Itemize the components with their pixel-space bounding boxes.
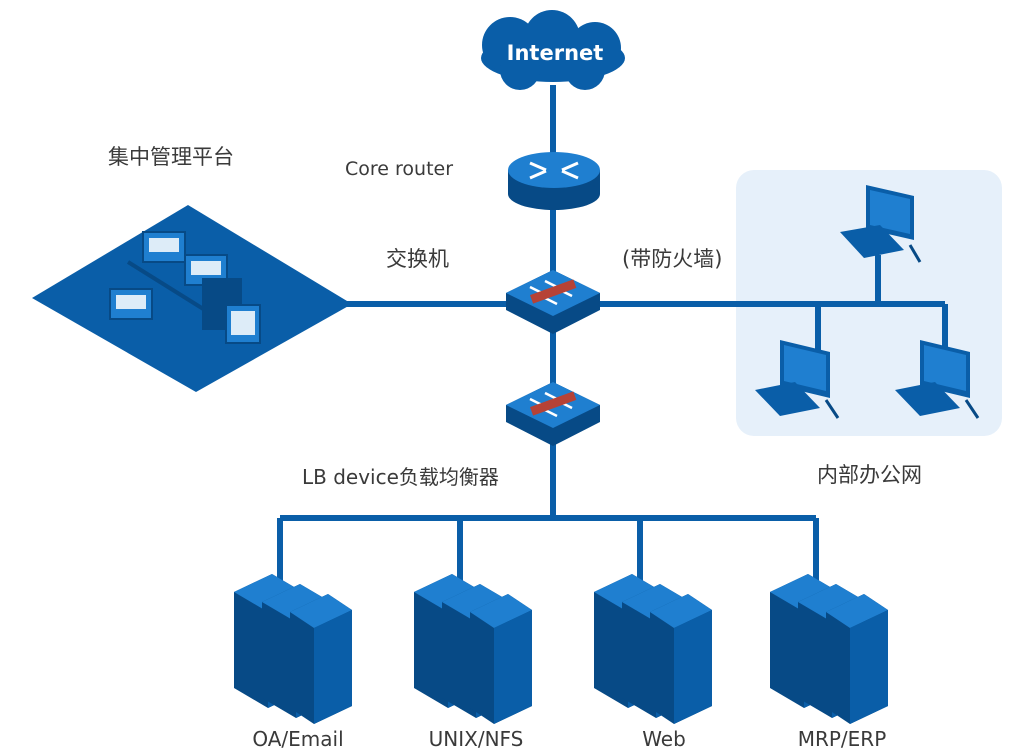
office-pc-top xyxy=(840,185,922,263)
server-label-oa-email: OA/Email xyxy=(252,727,343,751)
switch-icon xyxy=(506,270,600,334)
office-network-label: 内部办公网 xyxy=(817,463,922,487)
firewall-bar-icon xyxy=(530,391,577,416)
firewall-bar-icon xyxy=(530,279,577,304)
load-balancer-icon xyxy=(506,382,600,446)
office-pc-right xyxy=(895,340,980,419)
server-label-web: Web xyxy=(642,727,686,751)
internet-label: Internet xyxy=(507,41,604,65)
management-platform-label: 集中管理平台 xyxy=(108,145,234,169)
switch-label: 交换机 xyxy=(386,247,449,271)
server-label-unix-nfs: UNIX/NFS xyxy=(429,727,524,751)
server-label-mrp-erp: MRP/ERP xyxy=(798,727,887,751)
management-platform-icon xyxy=(32,205,352,392)
server-stack-oa-email xyxy=(234,574,352,724)
office-pc-left xyxy=(755,340,840,419)
load-balancer-label: LB device负载均衡器 xyxy=(302,465,499,489)
server-stack-mrp-erp xyxy=(770,574,888,724)
core-router-label: Core router xyxy=(345,158,453,180)
server-stack-web xyxy=(594,574,712,724)
connection-lines xyxy=(277,85,948,590)
core-router-icon xyxy=(508,152,600,210)
server-stack-unix-nfs xyxy=(414,574,532,724)
firewall-note: (带防火墙) xyxy=(622,247,722,271)
internet-cloud-icon xyxy=(481,10,625,90)
